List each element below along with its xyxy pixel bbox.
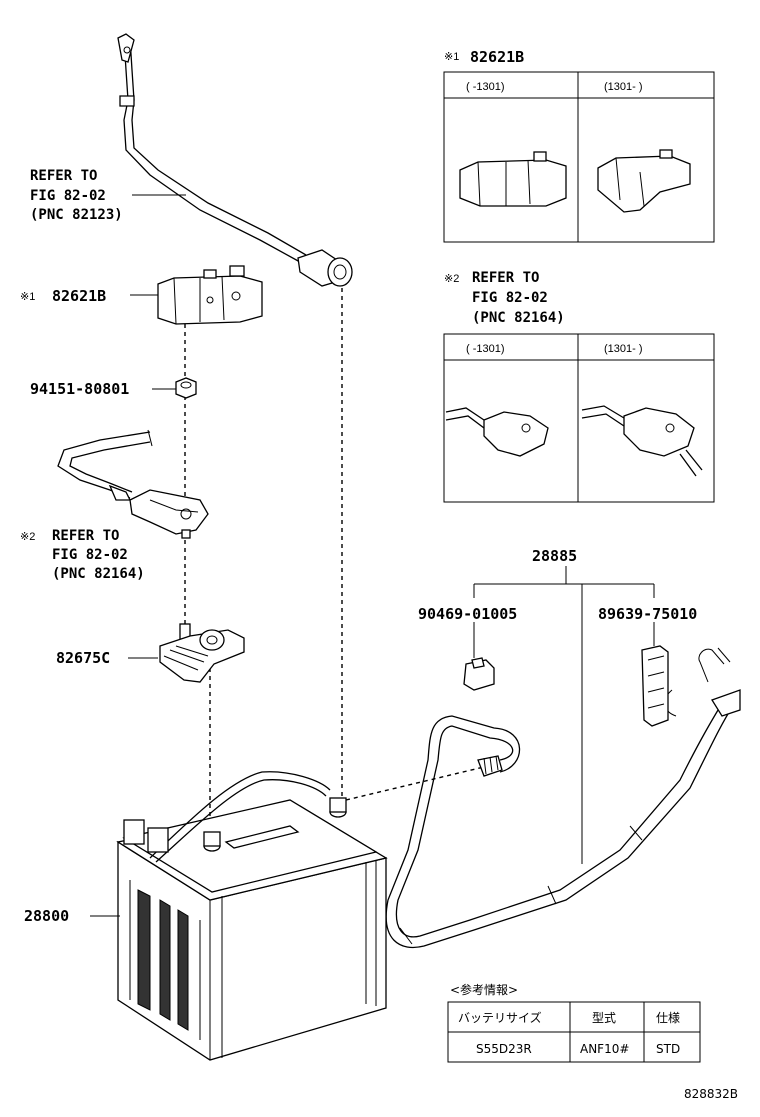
table-header-size: バッテリサイズ [458,1010,542,1025]
inset1-mark: ※1 [444,51,459,63]
diagram-code: 828832B [684,1087,738,1101]
terminal-clamp-part [159,623,245,683]
table-caption: <参考情報> [450,982,518,997]
inset2-col-right: (1301- ) [604,343,643,355]
clamp-label: 82675C [56,649,110,667]
inset-82621b: ※1 82621B ( -1301) (1301- ) [443,48,715,243]
refer-top-line3: (PNC 82123) [30,207,123,223]
vent-hose [345,647,741,949]
table-cell-spec: STD [656,1042,680,1056]
inset-82164: ※2 REFER TO FIG 82-02 (PNC 82164) ( -130… [443,270,715,503]
reference-table: <参考情報> バッテリサイズ 型式 仕様 S55D23R ANF10# STD [447,982,701,1063]
left-82621b-mark: ※1 [20,291,35,303]
kit-label: 28885 [532,547,577,565]
kit-bracket-lines [473,566,655,864]
positive-cable [57,429,209,539]
nut-part [175,377,197,399]
tube-label: 89639-75010 [598,605,697,623]
nut-label: 94151-80801 [30,380,129,398]
plug-part [463,622,495,691]
refer-mid-line2: FIG 82-02 [52,547,128,563]
refer-mid-line1: REFER TO [52,528,119,544]
inset1-col-left: ( -1301) [466,81,505,93]
inset2-title-line3: (PNC 82164) [472,310,565,326]
refer-top-line1: REFER TO [30,168,97,184]
battery-part [116,771,388,1061]
inset2-title-line2: FIG 82-02 [472,290,548,306]
inset1-title: 82621B [470,48,524,66]
refer-top-line2: FIG 82-02 [30,188,106,204]
table-cell-model: ANF10# [580,1042,629,1056]
refer-mid-mark: ※2 [20,531,35,543]
left-82621b-label: 82621B [52,287,106,305]
plug-label: 90469-01005 [418,605,517,623]
ground-cable [117,33,353,287]
table-header-spec: 仕様 [656,1011,680,1025]
table-header-model: 型式 [592,1011,616,1025]
terminal-cover-part [157,265,263,325]
refer-mid-line3: (PNC 82164) [52,566,145,582]
inset2-title-line1: REFER TO [472,270,539,286]
tube-holder-part [641,622,669,727]
inset2-mark: ※2 [444,273,459,285]
table-cell-size: S55D23R [476,1042,532,1056]
inset2-col-left: ( -1301) [466,343,505,355]
battery-label: 28800 [24,907,69,925]
inset1-col-right: (1301- ) [604,81,643,93]
